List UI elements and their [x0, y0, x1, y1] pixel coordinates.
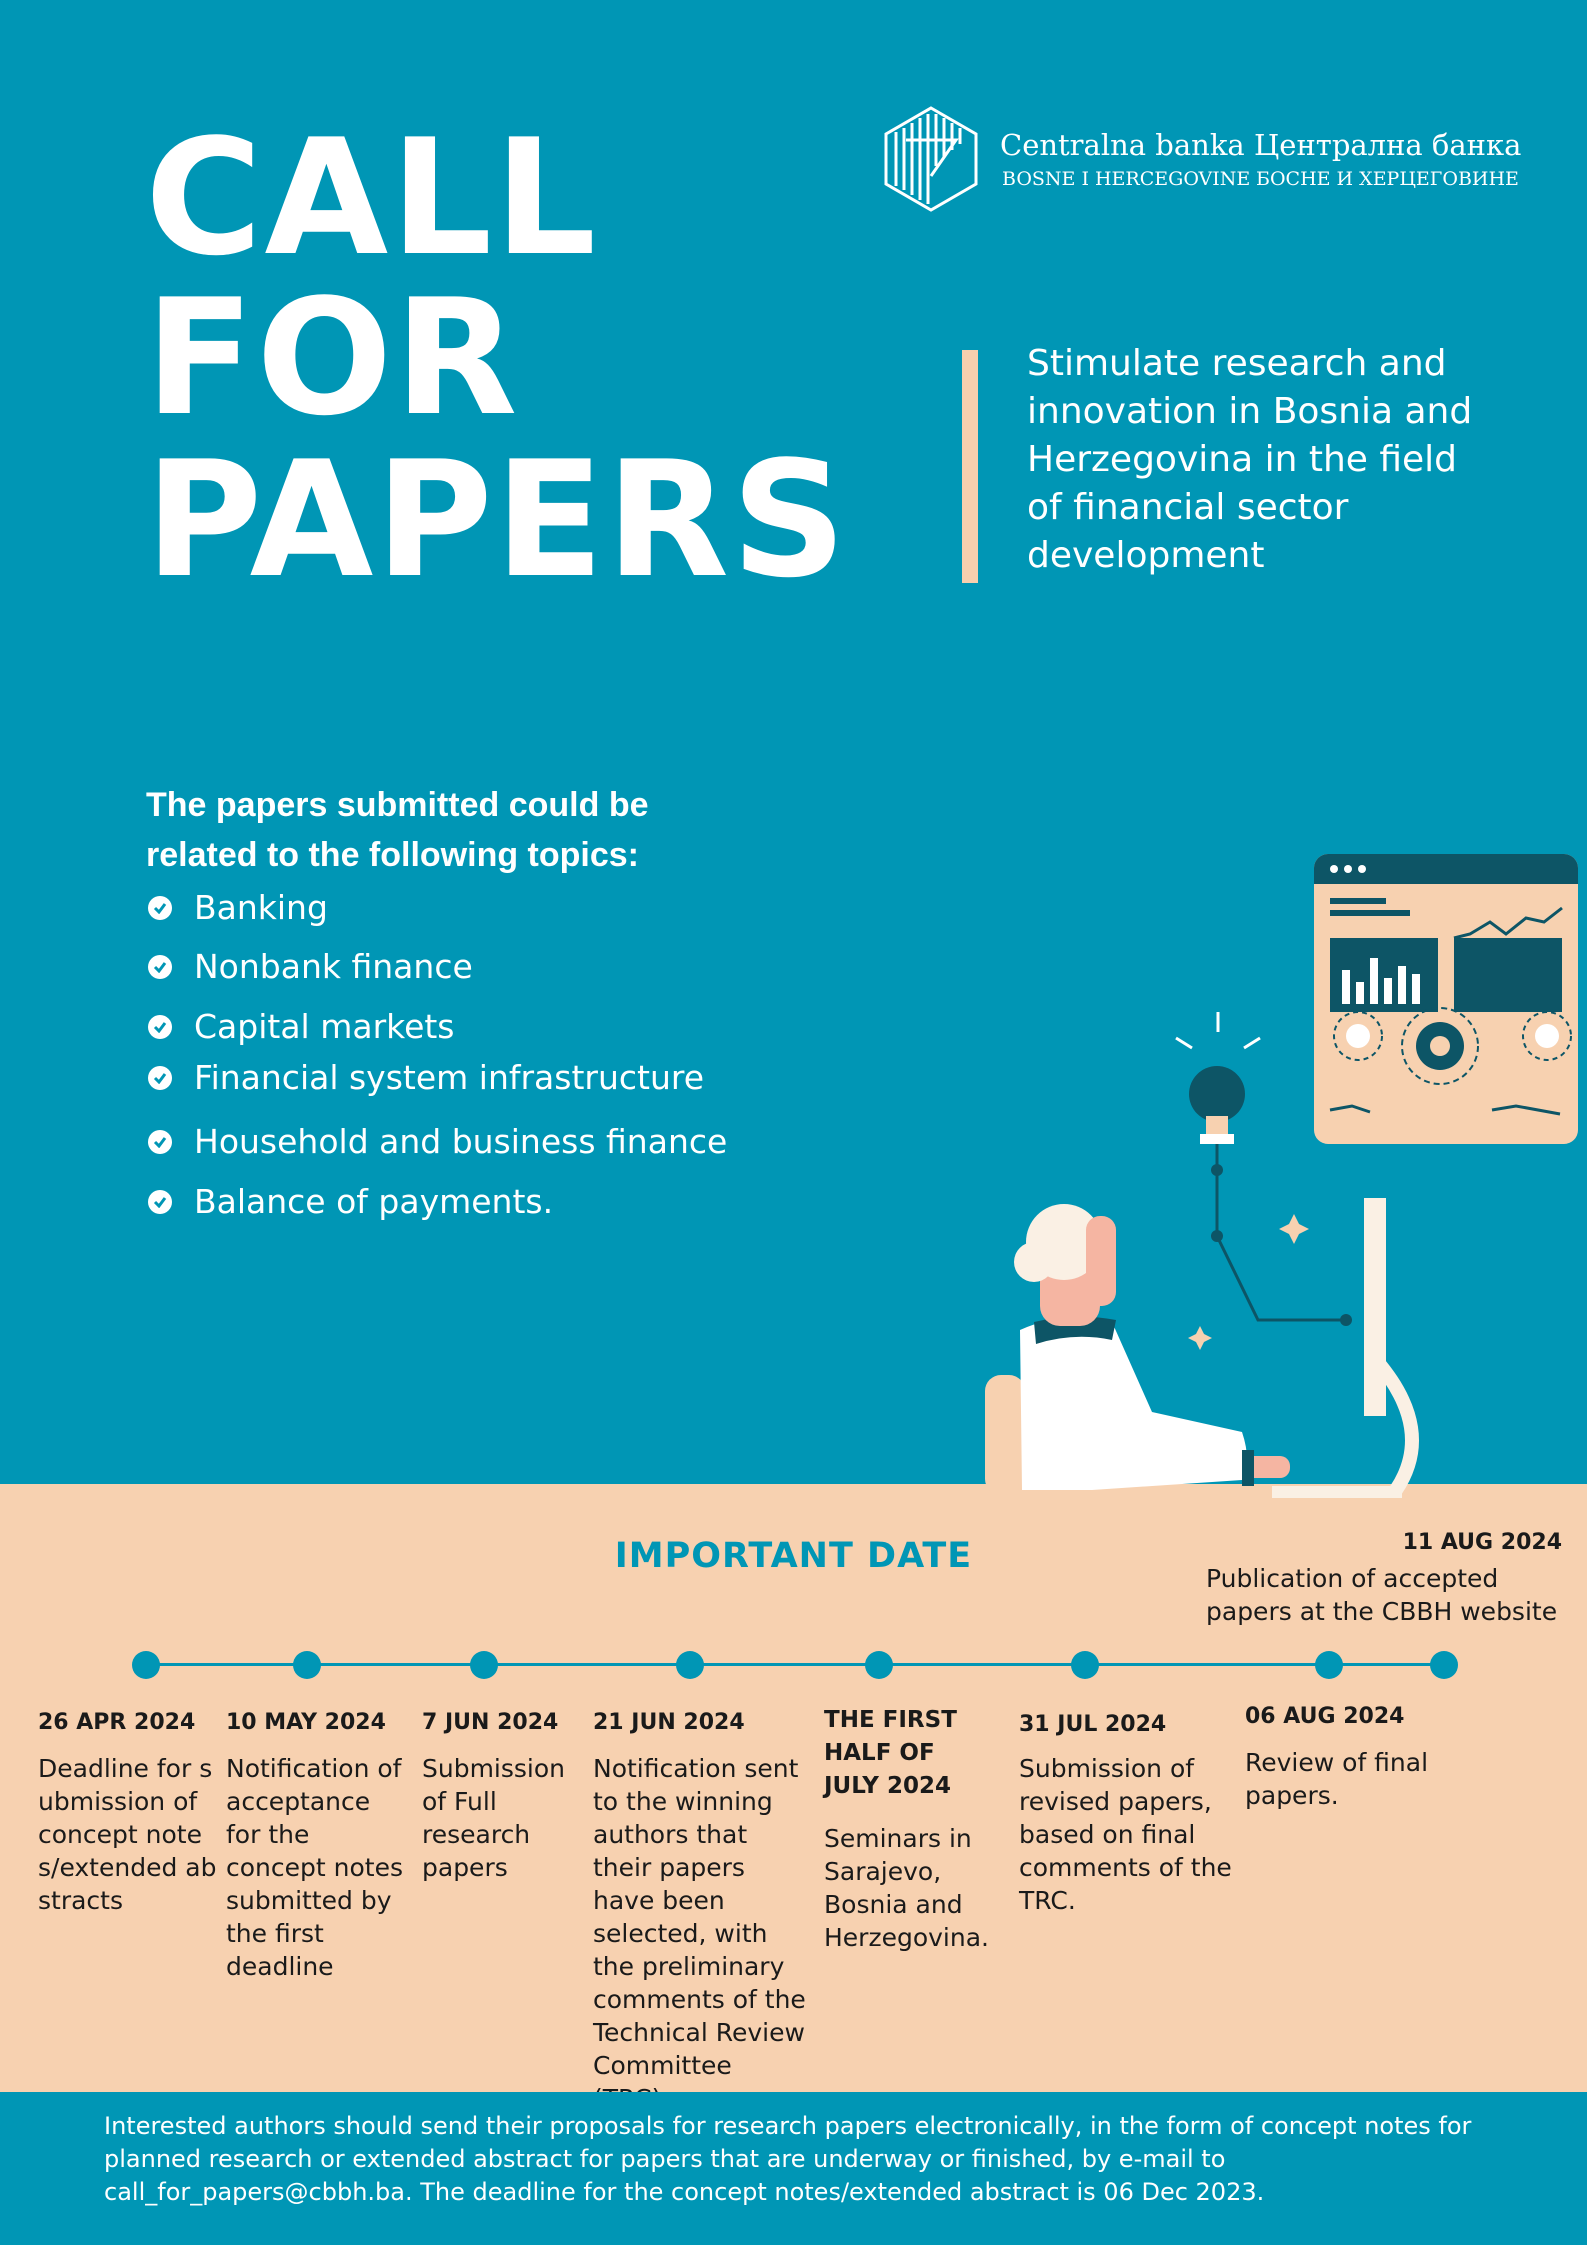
- milestone-date: 21 JUN 2024: [593, 1710, 745, 1735]
- timeline-dot: [1430, 1651, 1458, 1679]
- topic-item: Capital markets: [148, 1007, 455, 1046]
- title-line-1: CALL: [145, 104, 599, 291]
- topic-label: Banking: [194, 888, 328, 927]
- milestone-description: Notification of acceptance for the conce…: [226, 1754, 403, 1981]
- milestone-date: 06 AUG 2024: [1245, 1704, 1405, 1729]
- topic-label: Nonbank finance: [194, 947, 473, 986]
- topic-label: Financial system infrastructure: [194, 1058, 705, 1097]
- check-circle-icon: [148, 1065, 172, 1090]
- milestone-description: Seminars in Sarajevo, Bosnia and Herzego…: [824, 1824, 989, 1952]
- milestone-description: Notification sent to the winning authors…: [593, 1754, 806, 2113]
- topic-item: Banking: [148, 888, 328, 927]
- topics-heading: The papers submitted could be related to…: [146, 786, 649, 874]
- cbbh-emblem-icon: [884, 106, 978, 212]
- title-line-3: PAPERS: [145, 426, 849, 613]
- topic-label: Capital markets: [194, 1007, 455, 1046]
- timeline-dot: [293, 1651, 321, 1679]
- check-circle-icon: [148, 954, 172, 979]
- timeline-dot: [470, 1651, 498, 1679]
- timeline-line: [146, 1663, 1444, 1666]
- title-line-2: FOR: [145, 264, 520, 451]
- milestone-date: 7 JUN 2024: [422, 1710, 559, 1735]
- milestone-description: Review of final papers.: [1245, 1748, 1429, 1810]
- check-circle-icon: [148, 1129, 172, 1154]
- milestone-date: 10 MAY 2024: [226, 1710, 386, 1735]
- topic-item: Household and business finance: [148, 1122, 727, 1161]
- milestone-description: Deadline for submission of concept notes…: [38, 1754, 217, 1915]
- timeline-dot: [676, 1651, 704, 1679]
- logo-sub-latin: BOSNE I HERCEGOVINE: [1002, 168, 1251, 190]
- milestone-date: THE FIRST HALF OF JULY 2024: [824, 1707, 957, 1799]
- topic-item: Nonbank finance: [148, 947, 473, 986]
- milestone-description: Submission of Full research papers: [422, 1754, 566, 1882]
- milestone-date: 26 APR 2024: [38, 1710, 196, 1735]
- lightbulb-icon: [1175, 1012, 1352, 1326]
- logo-name-latin: Centralna banka: [1000, 128, 1245, 162]
- timeline-dot: [1315, 1651, 1343, 1679]
- topic-item: Balance of payments.: [148, 1182, 553, 1221]
- timeline-dot: [865, 1651, 893, 1679]
- topic-label: Balance of payments.: [194, 1182, 554, 1221]
- logo-name-cyrillic: Централна банка: [1254, 128, 1522, 162]
- milestone-date: 31 JUL 2024: [1019, 1712, 1167, 1737]
- check-circle-icon: [148, 1189, 172, 1214]
- tagline-accent-bar: [962, 350, 978, 583]
- timeline-dot: [1071, 1651, 1099, 1679]
- check-circle-icon: [148, 1014, 172, 1039]
- footer: [0, 2092, 1587, 2245]
- cbbh-logo: Centralna banka BOSNE I HERCEGOVINE Цент…: [884, 106, 1524, 216]
- timeline-section: [0, 1484, 1587, 2092]
- milestone-date: 11 AUG 2024: [1402, 1530, 1562, 1555]
- footer-text: Interested authors should send their pro…: [104, 2112, 1472, 2206]
- topic-label: Household and business finance: [194, 1122, 728, 1161]
- milestone-description: Submission of revised papers, based on f…: [1019, 1754, 1232, 1915]
- tagline: Stimulate research and innovation in Bos…: [1027, 343, 1473, 576]
- topic-item: Financial system infrastructure: [148, 1058, 704, 1097]
- milestone-description: Publication of accepted papers at the CB…: [1206, 1564, 1558, 1626]
- timeline-dot: [132, 1651, 160, 1679]
- timeline-title: IMPORTANT DATE: [614, 1536, 973, 1576]
- dashboard-icon: [1314, 854, 1578, 1144]
- check-circle-icon: [148, 895, 172, 920]
- logo-sub-cyrillic: БОСНЕ И ХЕРЦЕГОВИНЕ: [1256, 168, 1519, 190]
- researcher-illustration: [985, 854, 1578, 1498]
